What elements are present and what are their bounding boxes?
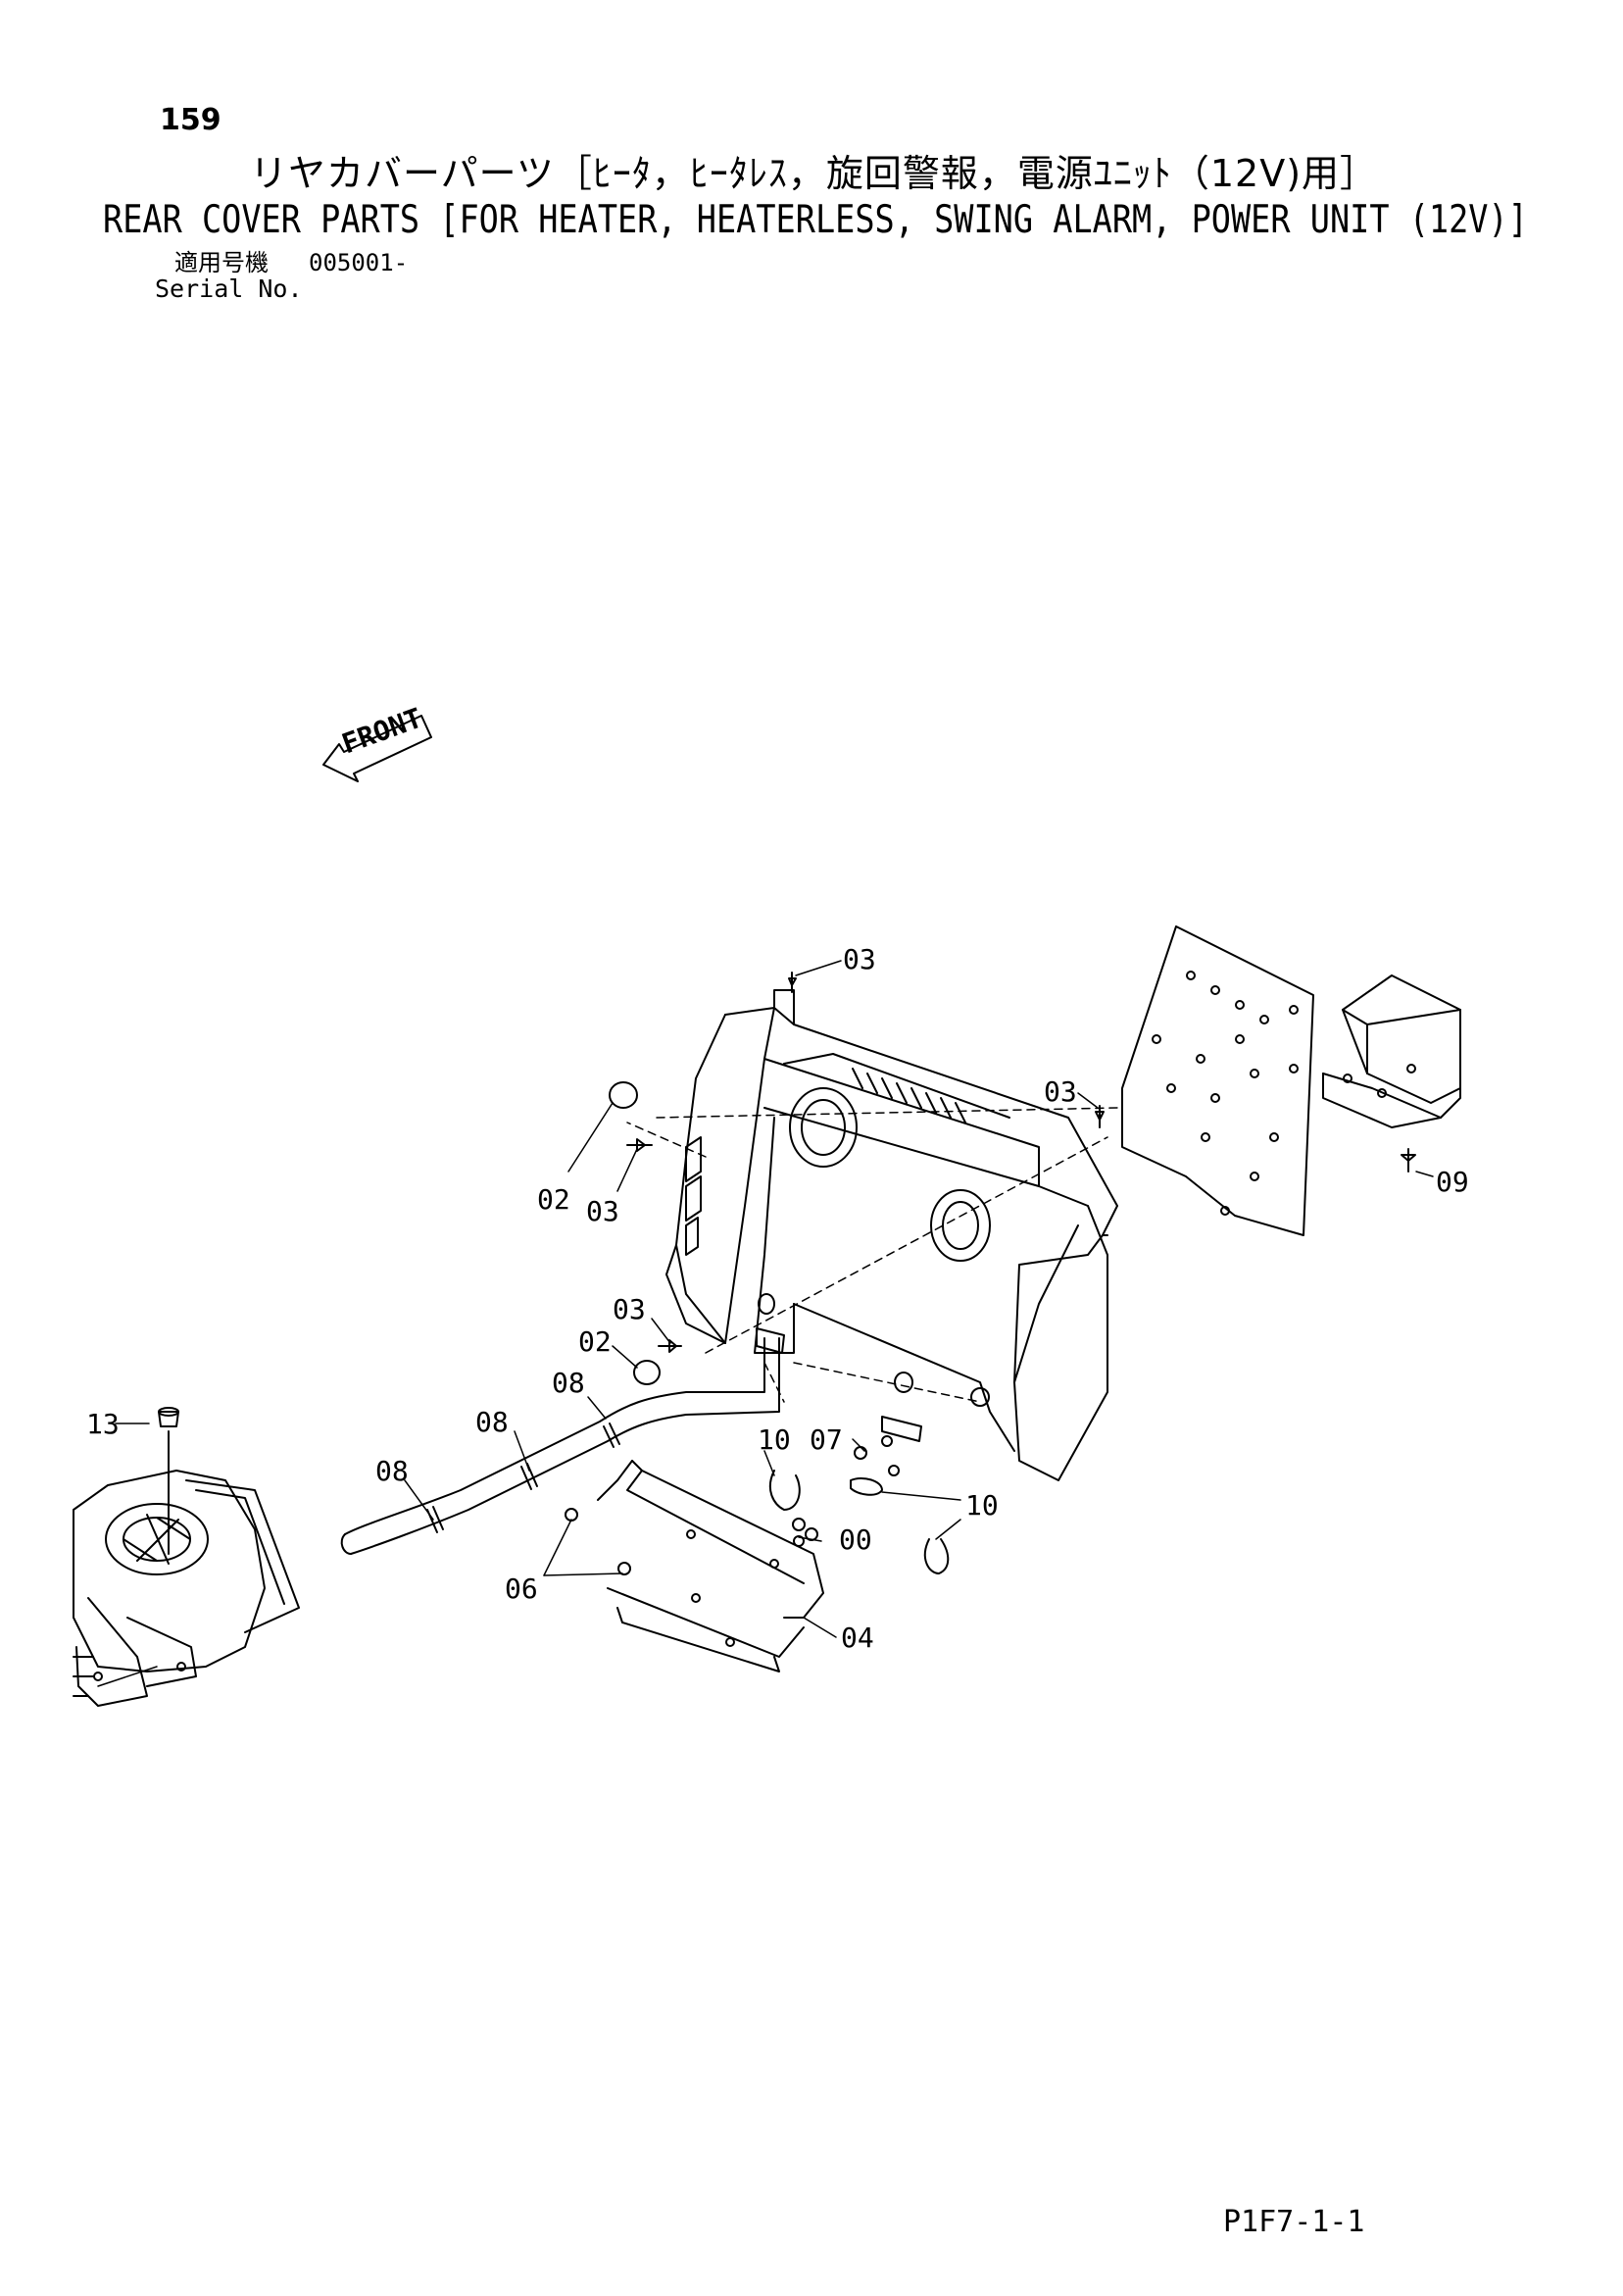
- title-japanese: リヤカバーパーツ［ﾋｰﾀ，ﾋｰﾀﾚｽ，旋回警報，電源ﾕﾆｯﾄ（12V)用］: [250, 152, 1379, 195]
- callout-04: 04: [841, 1622, 874, 1654]
- front-label: FRONT: [337, 702, 425, 761]
- wire-loop: [850, 1477, 883, 1496]
- lower-bracket: [597, 1460, 824, 1672]
- clip-10-right: [923, 1538, 950, 1574]
- callout-02-lower: 02: [578, 1325, 612, 1358]
- leader-dashed: [626, 1107, 1118, 1403]
- power-unit-box: [1322, 974, 1461, 1128]
- callout-10-left: 10: [758, 1423, 791, 1456]
- power-unit-plate: [1121, 925, 1314, 1236]
- hose: [340, 1337, 780, 1555]
- heater-assembly: [73, 1430, 300, 1707]
- callout-08-a: 08: [552, 1367, 585, 1399]
- callout-03-left: 03: [586, 1195, 619, 1227]
- callout-leaders: [97, 960, 1434, 1687]
- callout-02-upper: 02: [537, 1183, 570, 1216]
- serial-value: 005001-: [309, 249, 409, 276]
- small-bolts: [565, 972, 1416, 1575]
- serial-label-japanese: 適用号機: [174, 249, 269, 276]
- callout-09: 09: [1436, 1166, 1469, 1198]
- callout-03-lower: 03: [613, 1293, 646, 1325]
- front-arrow-icon: [322, 715, 432, 782]
- page-number: 159: [160, 103, 221, 137]
- callout-03-right: 03: [1044, 1075, 1077, 1108]
- clip-10-left: [768, 1470, 801, 1511]
- callout-13: 13: [86, 1408, 120, 1440]
- callout-labels: 03 03 03 03 02 02 09 08 08 08 13 10 10 0…: [86, 943, 1469, 1654]
- rear-cover: [665, 989, 1118, 1481]
- callout-10-right: 10: [965, 1489, 999, 1522]
- callout-00: 00: [839, 1523, 872, 1556]
- part-02-caps: [609, 1081, 661, 1385]
- title-english: REAR COVER PARTS [FOR HEATER, HEATERLESS…: [103, 198, 1528, 242]
- callout-06: 06: [505, 1572, 538, 1605]
- part-13-cap: [158, 1407, 179, 1427]
- callout-03-top: 03: [843, 943, 876, 975]
- serial-label-english: Serial No.: [155, 275, 303, 303]
- callout-08-b: 08: [475, 1406, 509, 1438]
- callout-07: 07: [810, 1423, 843, 1456]
- callout-08-c: 08: [375, 1455, 409, 1487]
- footer-code: P1F7-1-1: [1223, 2205, 1365, 2239]
